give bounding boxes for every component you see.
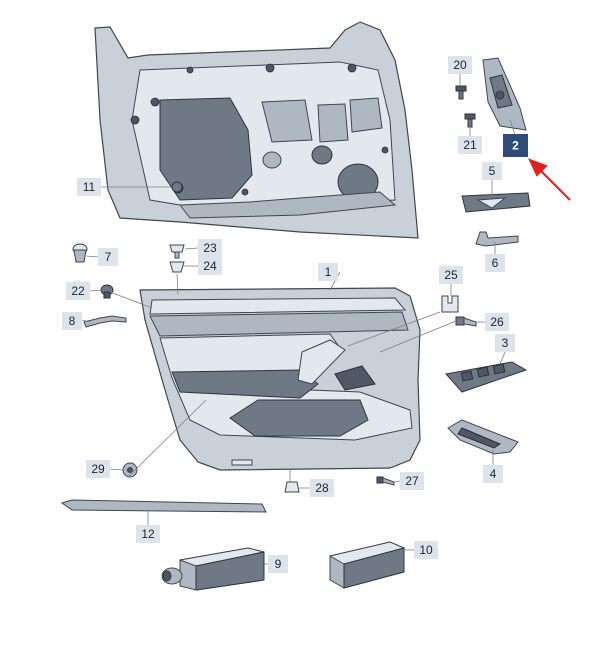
speaker-block-9 [161, 547, 265, 591]
screw-21 [464, 113, 476, 128]
callout-label: 3 [502, 336, 509, 350]
callout-label: 23 [203, 241, 217, 255]
callout-8[interactable]: 8 [62, 312, 82, 330]
sealing-strip-12 [60, 499, 267, 513]
handle-insert-part [461, 192, 531, 213]
callout-25[interactable]: 25 [439, 266, 463, 284]
callout-label: 20 [453, 58, 467, 72]
callout-label: 9 [275, 557, 282, 571]
callout-label: 24 [203, 259, 217, 273]
screw-26 [455, 316, 477, 327]
clip-25 [441, 295, 459, 313]
callout-7[interactable]: 7 [98, 248, 118, 266]
callout-2[interactable]: 2 [503, 134, 528, 157]
callout-22[interactable]: 22 [66, 282, 90, 300]
callout-label: 12 [141, 527, 155, 541]
callout-20[interactable]: 20 [448, 56, 472, 74]
callout-6[interactable]: 6 [485, 254, 505, 272]
callout-23[interactable]: 23 [198, 239, 222, 257]
callout-27[interactable]: 27 [400, 472, 424, 490]
callout-29[interactable]: 29 [86, 460, 110, 478]
callout-label: 2 [512, 139, 519, 153]
clip-28 [284, 481, 300, 493]
callout-5[interactable]: 5 [482, 162, 502, 180]
callout-label: 28 [315, 481, 329, 495]
callout-28[interactable]: 28 [310, 479, 334, 497]
clip-24 [169, 261, 185, 273]
callout-12[interactable]: 12 [136, 525, 160, 543]
pad-10 [328, 541, 406, 589]
clip-23 [169, 244, 185, 259]
rod-8 [83, 315, 127, 328]
door-inner-panel [94, 21, 419, 239]
callout-label: 21 [463, 138, 477, 152]
fastener-11 [171, 181, 183, 193]
switch-bezel-3 [445, 361, 528, 393]
screw-20 [455, 85, 467, 100]
callout-9[interactable]: 9 [268, 555, 288, 573]
callout-label: 29 [91, 462, 105, 476]
callout-label: 10 [419, 543, 433, 557]
switch-housing-4 [447, 419, 519, 455]
leader-lines [81, 74, 516, 565]
callout-label: 11 [83, 180, 96, 194]
highlight-arrow [528, 158, 571, 201]
mirror-triangle-cover [482, 57, 527, 131]
callout-label: 1 [325, 265, 332, 279]
callout-label: 27 [405, 474, 419, 488]
callout-24[interactable]: 24 [198, 257, 222, 275]
callout-26[interactable]: 26 [485, 313, 509, 331]
callout-label: 4 [490, 467, 497, 481]
callout-label: 6 [492, 256, 499, 270]
callout-label: 25 [444, 268, 458, 282]
callout-4[interactable]: 4 [483, 465, 503, 483]
inner-lever-part [475, 231, 519, 247]
callout-3[interactable]: 3 [495, 334, 515, 352]
clip-7 [72, 243, 88, 263]
callout-label: 7 [105, 250, 112, 264]
callout-label: 5 [489, 164, 496, 178]
callout-21[interactable]: 21 [458, 136, 482, 154]
callout-10[interactable]: 10 [414, 541, 438, 559]
clip-22 [100, 284, 114, 299]
callout-label: 26 [490, 315, 504, 329]
callout-11[interactable]: 11 [77, 178, 101, 196]
screw-27 [376, 476, 395, 486]
callout-label: 8 [69, 314, 76, 328]
door-trim-panel [139, 287, 421, 471]
callout-label: 22 [71, 284, 85, 298]
callout-1[interactable]: 1 [318, 263, 338, 281]
